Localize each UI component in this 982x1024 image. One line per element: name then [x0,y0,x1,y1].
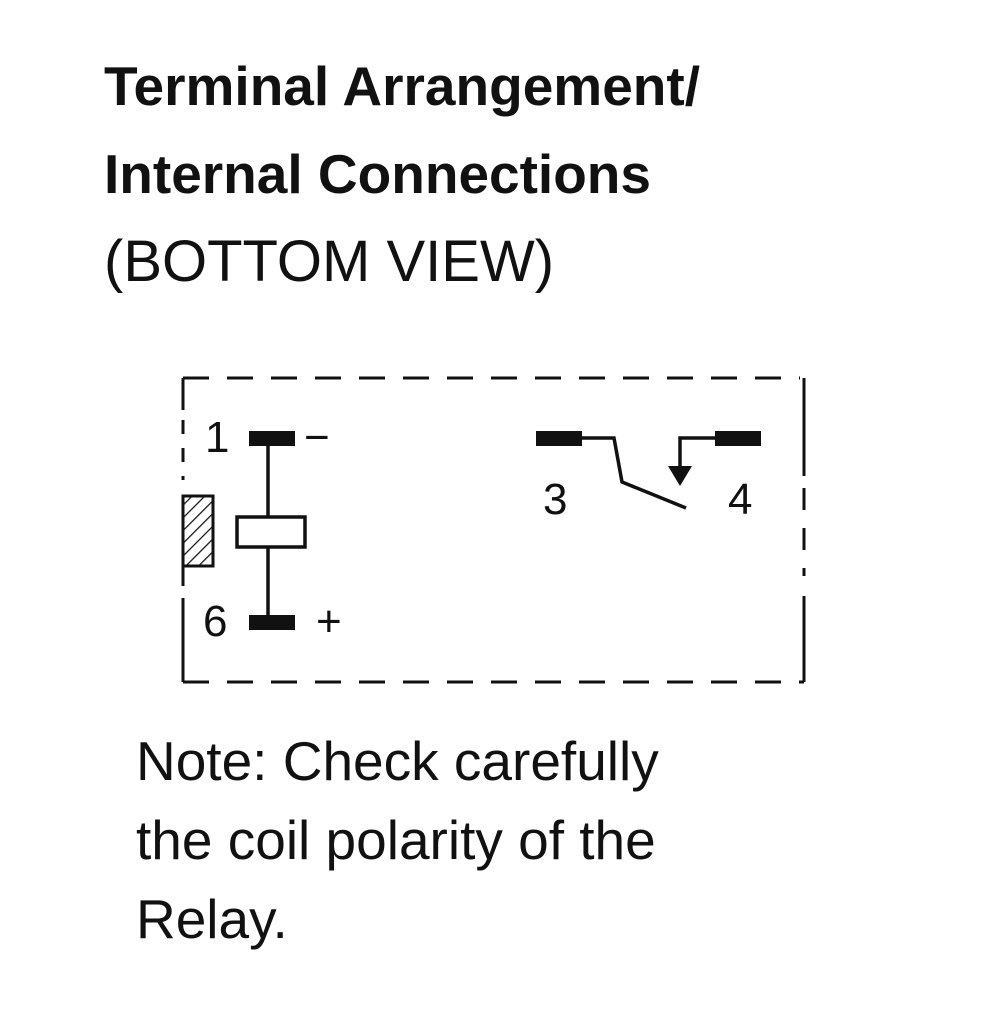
terminal-1-number: 1 [205,413,229,462]
coil-circuit [235,438,307,622]
terminal-4-number: 4 [728,475,752,524]
terminal-4-pad [715,431,761,446]
switch-fixed-contact-lead [678,436,715,470]
terminal-6-polarity: + [316,597,342,646]
note-line-1: Note: Check carefully [136,730,659,792]
polarity-note: Note: Check carefully the coil polarity … [136,722,659,959]
terminal-1-pad [249,431,295,446]
package-outline [181,376,806,684]
terminal-3-pad [536,431,582,446]
note-line-3: Relay. [136,888,288,950]
terminal-6-pad [249,615,295,630]
heading-line-1: Terminal Arrangement/ [104,55,700,117]
heading-line-2: Internal Connections [104,143,651,205]
terminal-3-number: 3 [543,475,567,524]
switch-arm [582,436,687,510]
arrow-down-icon [668,466,692,486]
contact-switch [582,436,715,510]
coil-symbol [235,515,307,549]
note-line-2: the coil polarity of the [136,809,656,871]
diagram-heading: Terminal Arrangement/ Internal Connectio… [104,42,700,306]
heading-line-3: (BOTTOM VIEW) [104,229,555,294]
terminal-1-polarity: − [304,413,330,462]
terminal-6-number: 6 [203,597,227,646]
polarity-marker-notch [181,494,215,586]
